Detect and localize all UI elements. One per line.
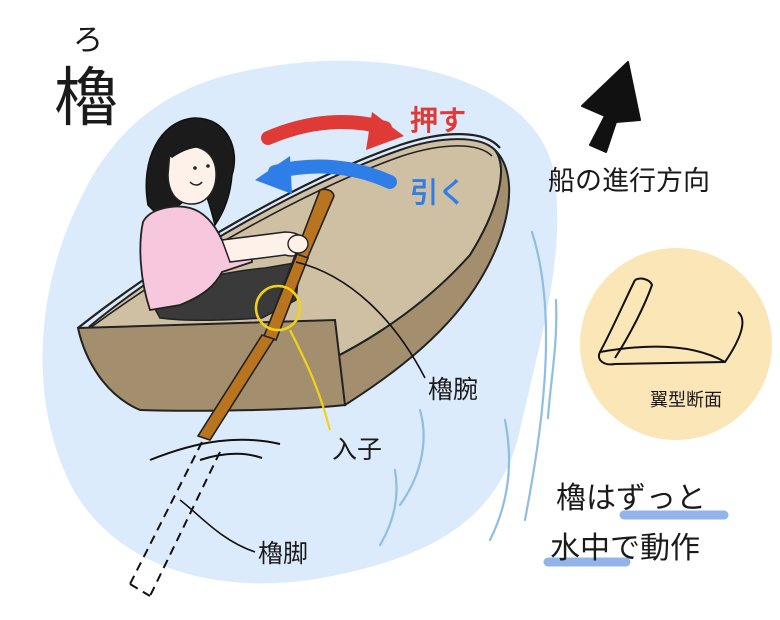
pivot-circle: [254, 284, 302, 332]
airfoil-cross-section-icon: [598, 277, 744, 366]
rower-shirt: [139, 205, 253, 312]
direction-arrow-icon: [581, 61, 641, 153]
rower-face: [167, 145, 217, 205]
oar: [196, 188, 335, 441]
pull-arrow-icon: [255, 156, 397, 194]
note-line-2: 水中で動作: [550, 531, 700, 566]
boat-stern: [76, 318, 347, 412]
rower-hand: [287, 234, 309, 254]
arm-label: 櫓腕: [428, 375, 478, 404]
cross-section-bg: [580, 248, 772, 440]
pivot-label: 入子: [332, 435, 382, 464]
push-label: 押す: [410, 104, 466, 137]
title-kanji: 櫓: [54, 62, 118, 136]
note-line-1: 櫓はずっと: [556, 481, 706, 516]
direction-label: 船の進行方向: [548, 166, 710, 197]
blade-leader-line: [179, 499, 256, 553]
water-surface: [149, 438, 281, 461]
arm-leader-line: [295, 261, 426, 379]
water-ripples: [378, 230, 558, 547]
title-ruby: ろ: [73, 23, 103, 58]
blade-label: 櫓脚: [258, 539, 308, 568]
pull-label: 引く: [410, 176, 466, 209]
push-arrow-icon: [261, 112, 404, 150]
pivot-leader-line: [289, 329, 332, 431]
cross-section-label: 翼型断面: [650, 390, 722, 411]
submerged-oar: [129, 441, 221, 597]
